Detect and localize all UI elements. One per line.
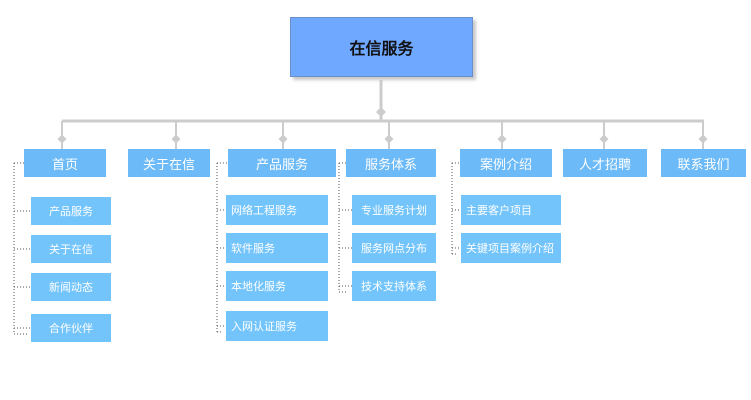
category-label: 首页 (51, 157, 78, 173)
category-diamond (57, 134, 67, 144)
leaf-label: 入网认证服务 (231, 320, 297, 333)
leaf-label: 软件服务 (231, 242, 275, 255)
category-label: 案例介绍 (479, 157, 532, 173)
root-node: 在信服务 (290, 17, 473, 77)
category-label: 关于在信 (142, 157, 195, 173)
category-home: 首页 (24, 149, 106, 177)
leaf-node: 新闻动态 (31, 273, 111, 301)
leaf-label: 网络工程服务 (231, 204, 297, 217)
category-contact: 联系我们 (661, 149, 746, 177)
category-service-system: 服务体系 (346, 149, 436, 177)
category-diamond (171, 134, 181, 144)
leaf-node: 入网认证服务 (226, 311, 328, 341)
leaf-node: 关于在信 (31, 235, 111, 263)
leaf-label: 关键项目案例介绍 (466, 242, 554, 255)
leaf-label: 合作伙伴 (49, 322, 93, 335)
category-cases: 案例介绍 (460, 149, 552, 177)
leaf-node: 主要客户项目 (461, 195, 561, 225)
leaf-node: 本地化服务 (226, 271, 328, 301)
category-label: 人才招聘 (578, 157, 631, 173)
leaf-node: 网络工程服务 (226, 195, 328, 225)
leaf-label: 关于在信 (49, 243, 93, 256)
category-label: 产品服务 (255, 157, 308, 173)
category-careers: 人才招聘 (563, 149, 647, 177)
root-diamond (376, 107, 386, 117)
leaf-label: 专业服务计划 (361, 204, 427, 217)
leaf-label: 主要客户项目 (466, 204, 532, 217)
leaf-node: 专业服务计划 (352, 195, 436, 225)
leaf-node: 技术支持体系 (352, 271, 436, 301)
category-diamond (698, 134, 708, 144)
category-about: 关于在信 (128, 149, 210, 177)
leaf-node: 合作伙伴 (31, 314, 111, 342)
leaf-label: 新闻动态 (49, 281, 93, 294)
leaf-node: 关键项目案例介绍 (461, 233, 561, 263)
leaf-label: 本地化服务 (231, 280, 286, 293)
leaf-label: 服务网点分布 (361, 242, 427, 255)
category-diamond (384, 134, 394, 144)
leaf-label: 产品服务 (49, 205, 93, 218)
leaf-label: 技术支持体系 (361, 280, 427, 293)
leaf-node: 软件服务 (226, 233, 328, 263)
category-diamond (599, 134, 609, 144)
root-label: 在信服务 (349, 39, 414, 58)
category-label: 联系我们 (677, 157, 730, 173)
leaf-node: 服务网点分布 (352, 233, 436, 263)
category-diamond (497, 134, 507, 144)
category-products: 产品服务 (228, 149, 336, 177)
leaf-node: 产品服务 (31, 197, 111, 225)
category-label: 服务体系 (364, 157, 417, 173)
category-diamond (278, 134, 288, 144)
